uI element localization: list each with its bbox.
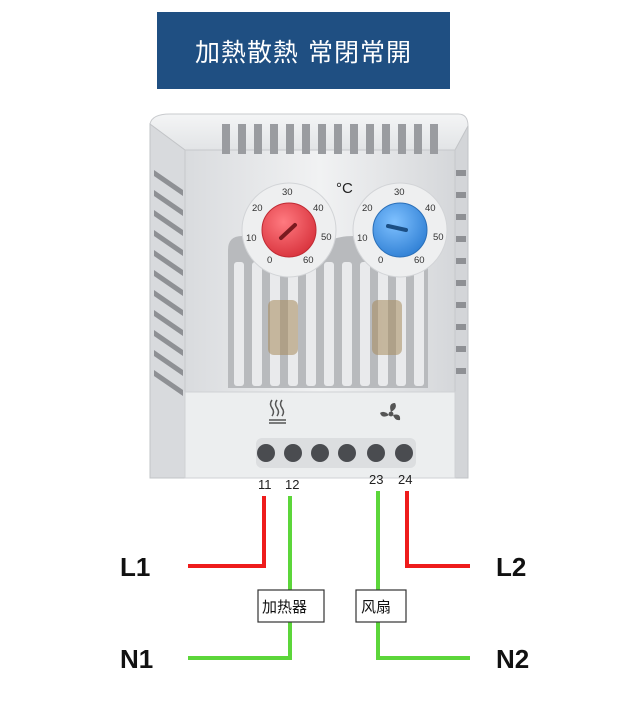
thermostat-device: °C 0 10 20 30 40 50 60 0 10 20 30 40 50 …	[149, 113, 469, 479]
left-vents	[154, 170, 183, 396]
terminal-24: 24	[398, 472, 412, 487]
terminal-23: 23	[369, 472, 383, 487]
svg-text:0: 0	[378, 255, 383, 266]
svg-text:40: 40	[313, 203, 324, 214]
svg-text:30: 30	[282, 187, 293, 198]
unit-label: °C	[336, 180, 353, 197]
terminal-12: 12	[285, 477, 299, 492]
terminal-screws	[256, 438, 416, 468]
heater-label: 加热器	[262, 598, 307, 616]
svg-text:20: 20	[362, 203, 373, 214]
svg-text:0: 0	[267, 255, 272, 266]
top-vents	[222, 124, 438, 154]
wire-n1	[188, 496, 292, 660]
heater-load: 加热器	[257, 589, 325, 623]
n1-label: N1	[120, 644, 153, 674]
svg-text:50: 50	[433, 232, 444, 243]
svg-text:10: 10	[357, 233, 368, 244]
terminal-11: 11	[258, 477, 272, 492]
heat-dial-scale: 0 10 20 30 40 50 60	[246, 187, 332, 266]
wire-l1	[188, 496, 266, 568]
svg-text:10: 10	[246, 233, 257, 244]
l1-label: L1	[120, 552, 150, 582]
fan-load: 风扇	[355, 589, 407, 623]
heat-setpoint-knob[interactable]	[261, 202, 317, 258]
n2-label: N2	[496, 644, 529, 674]
svg-text:30: 30	[394, 187, 405, 198]
title-banner: 加熱散熱 常閉常開	[157, 12, 450, 89]
svg-text:60: 60	[303, 255, 314, 266]
wire-l2	[405, 491, 470, 568]
svg-text:40: 40	[425, 203, 436, 214]
svg-text:60: 60	[414, 255, 425, 266]
banner-title: 加熱散熱 常閉常開	[195, 37, 412, 67]
fan-icon	[380, 403, 401, 421]
fan-label: 风扇	[361, 598, 391, 616]
front-slots	[234, 262, 424, 386]
cool-dial-scale: 0 10 20 30 40 50 60	[357, 187, 444, 266]
right-vents	[456, 170, 466, 374]
l2-label: L2	[496, 552, 526, 582]
heater-icon	[269, 399, 286, 424]
svg-text:50: 50	[321, 232, 332, 243]
svg-text:20: 20	[252, 203, 263, 214]
wire-n2	[376, 491, 470, 660]
cool-setpoint-knob[interactable]	[372, 202, 428, 258]
